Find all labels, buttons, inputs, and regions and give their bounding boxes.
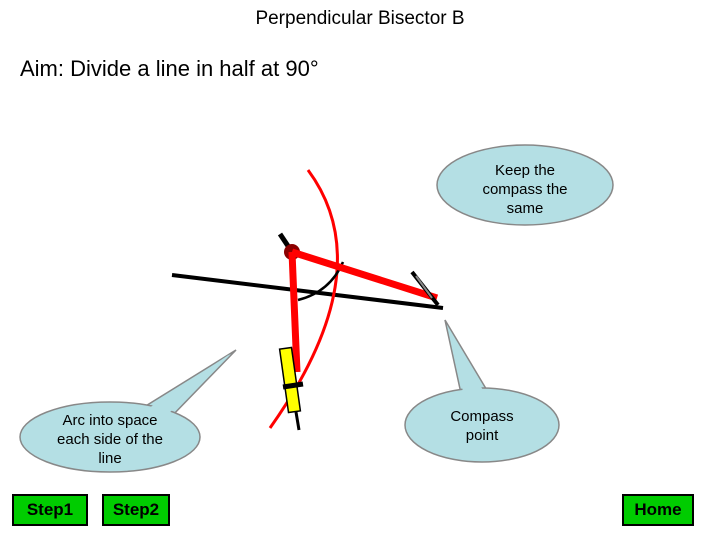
step1-button[interactable]: Step1 — [12, 494, 88, 526]
pencil — [278, 346, 304, 431]
callout-keep-compass — [436, 144, 614, 226]
aim-text: Aim: Divide a line in half at 90° — [20, 56, 319, 81]
home-button[interactable]: Home — [622, 494, 694, 526]
line-segment — [171, 273, 444, 310]
step2-button[interactable]: Step2 — [102, 494, 170, 526]
callout-compass-point — [404, 319, 560, 463]
page-title: Perpendicular Bisector B — [255, 8, 465, 29]
callout-keep-compass-text: Keep the compass the same — [482, 162, 568, 217]
callout-arc-into-space — [19, 349, 237, 473]
compass — [277, 232, 440, 431]
callout-arc-into-space-text: Arc into space each side of the line — [57, 412, 163, 467]
callout-compass-point-text: Compass point — [450, 408, 514, 444]
